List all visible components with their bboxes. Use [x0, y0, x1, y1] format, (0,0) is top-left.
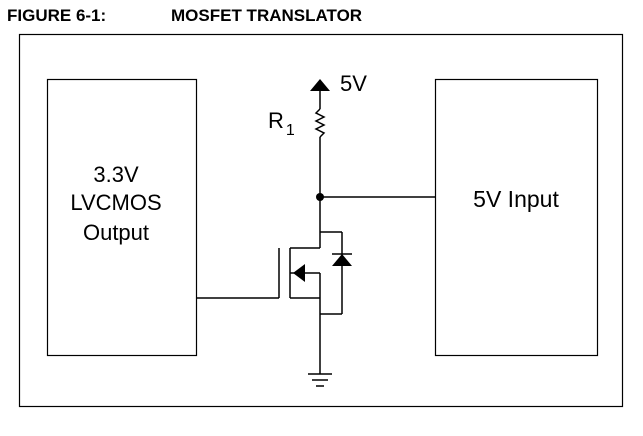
lvcmos-output-block	[46, 78, 198, 357]
5v-input-block	[434, 78, 599, 357]
right-block-label: 5V Input	[473, 186, 559, 212]
left-block-line-3: Output	[83, 220, 149, 245]
figure-frame	[18, 33, 624, 408]
resistor-subscript: 1	[286, 122, 295, 139]
figure-number: FIGURE 6-1:	[7, 6, 107, 25]
supply-label: 5V	[340, 71, 367, 96]
left-block-line-2: LVCMOS	[70, 190, 161, 215]
mosfet-icon	[196, 231, 352, 315]
supply-arrow-icon	[310, 79, 330, 91]
resistor-name: R	[268, 108, 284, 133]
figure-title: FIGURE 6-1: MOSFET TRANSLATOR	[7, 6, 362, 26]
left-block-line-1: 3.3V	[93, 162, 139, 187]
figure-caption: MOSFET TRANSLATOR	[171, 6, 363, 25]
resistor-r1-icon	[314, 108, 326, 138]
ground-icon	[308, 373, 332, 387]
